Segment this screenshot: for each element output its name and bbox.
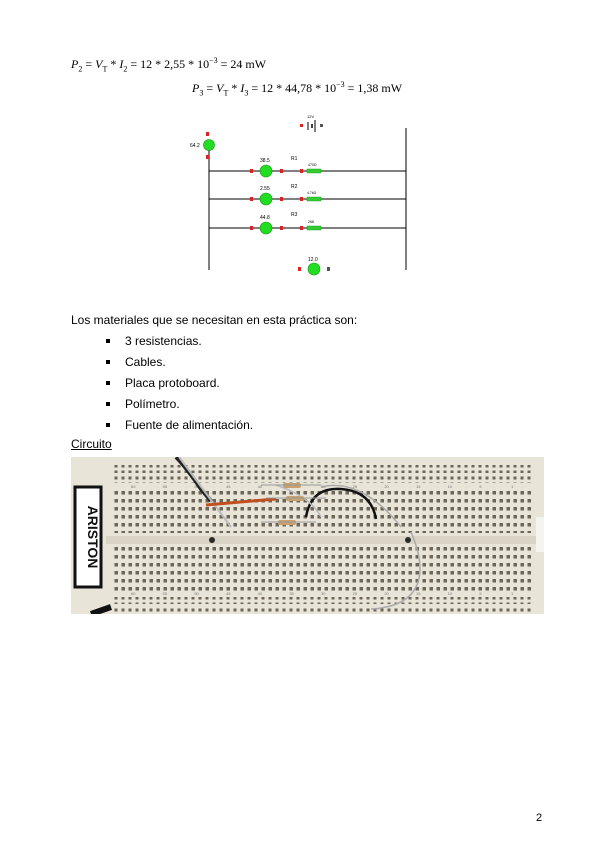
list-item: Cables.: [106, 355, 406, 376]
page-number: 2: [536, 812, 543, 824]
bullet-icon: [106, 402, 110, 406]
battery: 12V: [300, 114, 323, 132]
resistor-r3-label: R3: [291, 212, 298, 218]
brand-label: ARISTON: [85, 506, 101, 569]
bullet-icon: [106, 360, 110, 364]
total-ammeter: 64.2: [190, 132, 215, 159]
top-column-number: 20: [384, 484, 389, 489]
materials-intro: Los materiales que se necesitan en esta …: [71, 313, 358, 327]
voltmeter: 12.0: [298, 257, 330, 276]
brand-plate: ARISTON: [73, 485, 103, 589]
list-item: 3 resistencias.: [106, 334, 406, 355]
bullet-icon: [106, 339, 110, 343]
top-column-number: 5: [479, 484, 482, 489]
bottom-column-number: 20: [384, 591, 389, 596]
bottom-column-number: 30: [321, 591, 326, 596]
voltmeter-reading: 12.0: [308, 257, 318, 263]
top-column-number: 40: [258, 484, 263, 489]
top-column-number: 25: [353, 484, 358, 489]
resistor-r1-value: 470Ω: [308, 163, 317, 167]
list-item: Fuente de alimentación.: [106, 418, 406, 439]
bullet-icon: [106, 423, 110, 427]
resistor-r2-value: 4.7kΩ: [307, 191, 317, 195]
circuit-heading: Circuito: [71, 437, 112, 451]
total-ammeter-reading: 64.2: [190, 143, 200, 149]
materials-list: 3 resistencias. Cables. Placa protoboard…: [106, 334, 406, 439]
bottom-column-number: 35: [289, 591, 294, 596]
bottom-column-number: 40: [258, 591, 263, 596]
branch-r1: 38.5 R1 470Ω: [209, 156, 406, 178]
bottom-column-number: 50: [194, 591, 199, 596]
circuit-diagram: 12V 64.2 38.5 R1 470Ω 2.55: [190, 110, 420, 280]
bottom-column-number: 15: [416, 591, 421, 596]
equation-p3: P3 = VT * I3 = 12 * 44,78 * 10−3 = 1,38 …: [192, 80, 403, 98]
bottom-column-number: 45: [226, 591, 231, 596]
resistor-r3-value: 268: [308, 220, 314, 224]
branch-1-reading: 38.5: [260, 158, 270, 164]
top-column-number: 10: [448, 484, 453, 489]
bottom-column-number: 25: [353, 591, 358, 596]
top-column-number: 1: [511, 484, 514, 489]
bullet-icon: [106, 381, 110, 385]
equation-p2: P2 = VT * I2 = 12 * 2,55 * 10−3 = 24 mW: [71, 56, 267, 74]
top-column-number: 60: [131, 484, 136, 489]
list-item: Placa protoboard.: [106, 376, 406, 397]
bottom-column-number: 10: [448, 591, 453, 596]
branch-r2: 2.55 R2 4.7kΩ: [209, 184, 406, 206]
bottom-column-number: 60: [131, 591, 136, 596]
branch-r3: 44.8 R3 268: [209, 212, 406, 235]
branch-2-reading: 2.55: [260, 186, 270, 192]
top-column-number: 15: [416, 484, 421, 489]
bottom-column-number: 1: [511, 591, 514, 596]
battery-label: 12V: [307, 114, 314, 119]
list-item: Polímetro.: [106, 397, 406, 418]
resistor-r2-label: R2: [291, 184, 298, 190]
top-column-number: 55: [163, 484, 168, 489]
branch-3-reading: 44.8: [260, 215, 270, 221]
bottom-column-number: 5: [479, 591, 482, 596]
top-column-number: 45: [226, 484, 231, 489]
bottom-column-number: 55: [163, 591, 168, 596]
resistor-r1-label: R1: [291, 156, 298, 162]
